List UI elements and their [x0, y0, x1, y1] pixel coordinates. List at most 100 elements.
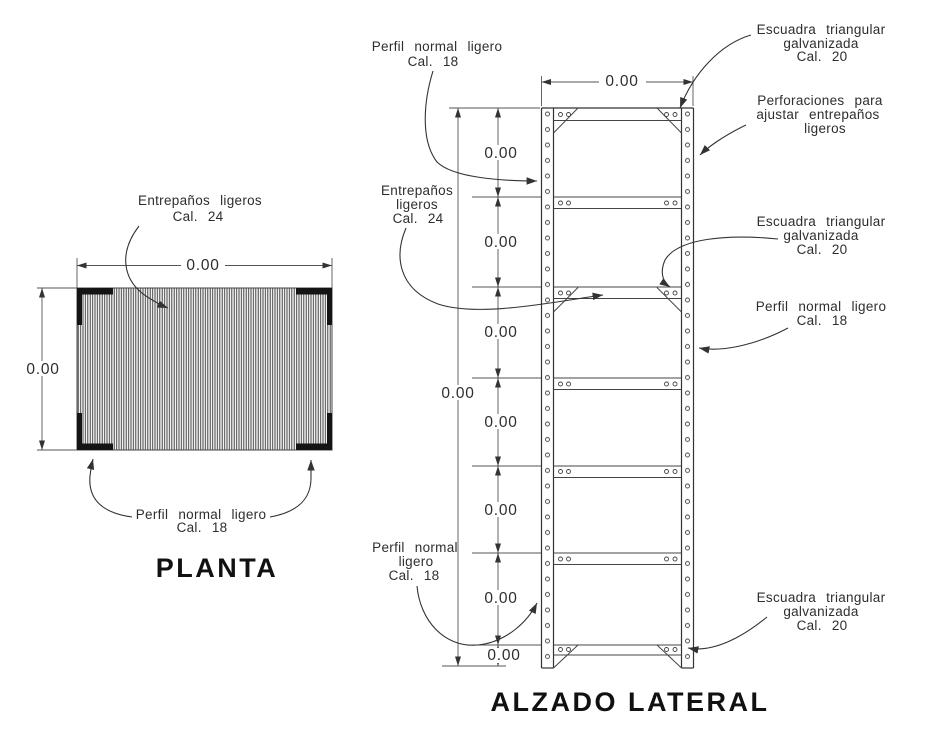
bay-dim-value: 0.00 — [484, 324, 517, 341]
planta-shelf-label: Entrepaños ligeros Cal. 24 — [125, 193, 262, 309]
arrowhead — [455, 108, 461, 118]
triangular-bracket — [656, 287, 682, 313]
planta-post-label: Perfil normal ligero Cal. 18 — [86, 458, 315, 535]
label-line: Cal. 18 — [408, 54, 459, 69]
arrowhead — [77, 262, 87, 269]
label-line: galvanizada — [783, 604, 859, 619]
label-line: Perforaciones para — [757, 93, 883, 108]
planta-corner-angle-bottom-left — [77, 413, 113, 450]
planta-depth-value: 0.00 — [26, 361, 59, 378]
bay-dim-value: 0.00 — [487, 647, 520, 664]
dim-text-bg — [20, 361, 66, 376]
label-line: Cal. 18 — [177, 520, 228, 535]
alzado-shelf-left-label: Entrepaños ligeros Cal. 24 — [381, 183, 604, 310]
alzado-bracket-mid-right-label: Escuadra triangular galvanizada Cal. 20 — [659, 214, 886, 288]
arrowhead — [322, 262, 332, 269]
shelf — [553, 196, 682, 209]
shelf — [553, 377, 682, 390]
dim-text-bg — [436, 385, 481, 400]
alzado-width-value: 0.00 — [605, 73, 638, 90]
leader-line — [416, 585, 538, 646]
bay-dim-value: 0.00 — [484, 234, 517, 251]
alzado-view: 0.00 0.00 0.00 — [372, 22, 887, 717]
alzado-bracket-top-right-label: Escuadra triangular galvanizada Cal. 20 — [679, 22, 886, 109]
triangular-bracket — [656, 644, 682, 669]
label-line: Cal. 18 — [389, 568, 440, 583]
alzado-total-height-value: 0.00 — [441, 385, 474, 402]
leader-line — [679, 34, 752, 109]
leader-line — [698, 327, 789, 354]
leader-line — [269, 460, 315, 518]
label-line: ligero — [399, 554, 434, 569]
planta-corner-angle-top-left — [77, 288, 113, 325]
label-line: Cal. 20 — [797, 49, 848, 64]
alzado-left-post — [540, 106, 555, 669]
label-line: Perfil normal ligero — [756, 299, 887, 314]
alzado-post-top-left-label: Perfil normal ligero Cal. 18 — [372, 39, 538, 185]
planta-depth-dimension: 0.00 — [20, 287, 77, 451]
leader-line — [659, 236, 779, 288]
alzado-bay-dimension-chain: 0.00 0.00 0.00 0.00 0.00 0.00 0.00 — [442, 107, 541, 667]
shelf — [553, 552, 682, 565]
arrowhead — [541, 79, 551, 85]
planta-corner-angle-bottom-right — [296, 413, 332, 450]
triangular-bracket — [553, 644, 579, 669]
triangular-bracket — [553, 287, 579, 313]
planta-corner-angle-top-right — [296, 288, 332, 325]
leader-line — [424, 70, 538, 185]
leader-line — [86, 458, 133, 518]
label-line: Cal. 18 — [797, 313, 848, 328]
alzado-title: ALZADO LATERAL — [491, 687, 770, 717]
bay-dim-value: 0.00 — [484, 145, 517, 162]
label-line: Cal. 20 — [797, 242, 848, 257]
alzado-right-post — [680, 106, 695, 669]
shelf-with-brackets — [553, 286, 682, 313]
shelf-top — [541, 107, 694, 134]
planta-width-dimension: 0.00 — [76, 257, 333, 288]
arrowhead — [39, 288, 45, 298]
alzado-post-right-label: Perfil normal ligero Cal. 18 — [698, 299, 887, 354]
label-line: Entrepaños — [381, 183, 453, 198]
leader-line — [699, 124, 747, 156]
shelf — [553, 465, 682, 478]
label-line: galvanizada — [783, 36, 859, 51]
label-line: Cal. 24 — [173, 209, 224, 224]
alzado-post-bottom-left-label: Perfil normal ligero Cal. 18 — [372, 540, 538, 646]
planta-view: 0.00 0.00 Entrepaños ligeros Cal. 24 Per… — [20, 193, 333, 583]
label-line: Escuadra triangular — [757, 590, 886, 605]
alzado-total-height-dimension: 0.00 — [436, 108, 481, 666]
triangular-bracket — [553, 107, 579, 134]
alzado-width-dimension: 0.00 — [541, 73, 694, 106]
planta-shelf-panel — [76, 287, 333, 451]
alzado-bracket-bottom-right-label: Escuadra triangular galvanizada Cal. 20 — [687, 590, 886, 654]
label-line: Escuadra triangular — [757, 214, 886, 229]
label-line: Perfil normal ligero — [136, 507, 267, 522]
bay-dim-value: 0.00 — [484, 502, 517, 519]
label-line: Cal. 24 — [393, 211, 444, 226]
arrowhead — [455, 656, 461, 666]
label-line: Cal. 20 — [797, 618, 848, 633]
planta-title: PLANTA — [156, 553, 279, 583]
alzado-perforations-label: Perforaciones para ajustar entrepaños li… — [699, 93, 883, 156]
label-line: Escuadra triangular — [757, 22, 886, 37]
bay-dim-value: 0.00 — [484, 414, 517, 431]
bay-dim-value: 0.00 — [484, 590, 517, 607]
dim-text-bg — [599, 75, 646, 89]
leader-line — [687, 616, 768, 654]
post-perforations — [545, 106, 550, 665]
dim-text-bg — [181, 258, 225, 273]
shelf-bottom — [553, 644, 682, 669]
label-line: galvanizada — [783, 228, 859, 243]
triangular-bracket — [656, 107, 682, 134]
leader-line — [399, 227, 604, 310]
label-line: Entrepaños ligeros — [138, 193, 262, 208]
planta-width-value: 0.00 — [186, 257, 219, 274]
label-line: ajustar entrepaños — [756, 107, 879, 122]
label-line: Perfil normal ligero — [372, 39, 503, 54]
label-line: Perfil normal — [372, 540, 458, 555]
label-line: ligeros — [396, 197, 438, 212]
label-line: ligeros — [804, 121, 846, 136]
leader-line — [125, 225, 169, 309]
